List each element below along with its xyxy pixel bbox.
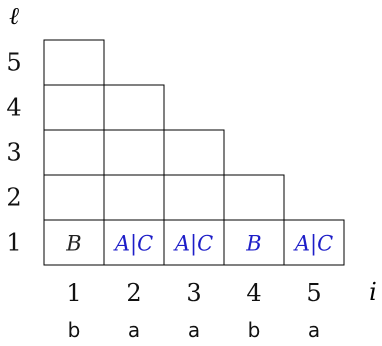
table-cell-row-4-col-2 <box>103 84 165 131</box>
cell-value: B <box>65 232 81 256</box>
table-grid <box>43 39 345 266</box>
table-cell-row-3-col-1 <box>43 129 105 176</box>
table-cell-row-4-col-1 <box>43 84 105 131</box>
row-label: 3 <box>6 139 21 167</box>
row-labels: 1 2 3 4 5 <box>6 49 21 257</box>
x-axis-label: i <box>369 278 377 306</box>
table-cell-row-2-col-1 <box>43 174 105 221</box>
column-label: 3 <box>186 279 201 307</box>
table-cell-row-2-col-3 <box>163 174 225 221</box>
column-label: 4 <box>246 279 261 307</box>
column-label: 2 <box>126 279 141 307</box>
y-axis-label: ℓ <box>9 2 19 30</box>
cell-value: B <box>245 232 261 256</box>
row-label: 1 <box>6 229 21 257</box>
cell-value: A|C <box>173 232 213 257</box>
table-cell-row-2-col-2 <box>103 174 165 221</box>
column-labels: 1 2 3 4 5 <box>66 279 321 307</box>
cell-value: A|C <box>113 232 153 257</box>
input-letter: b <box>68 318 81 342</box>
column-label: 1 <box>66 279 81 307</box>
column-label: 5 <box>306 279 321 307</box>
input-letter: a <box>188 318 200 342</box>
table-cell-row-3-col-2 <box>103 129 165 176</box>
row-label: 5 <box>6 49 21 77</box>
input-letter: b <box>248 318 261 342</box>
cell-value: A|C <box>293 232 333 257</box>
row-label: 2 <box>6 184 21 212</box>
table-cell-row-2-col-4 <box>223 174 285 221</box>
table-cell-row-3-col-3 <box>163 129 225 176</box>
table-cell-row-1-col-5 <box>283 219 345 266</box>
row-label: 4 <box>6 94 21 122</box>
table-cell-row-5-col-1 <box>43 39 105 86</box>
row-one-values: B A|C A|C B A|C <box>65 232 333 257</box>
input-letter: a <box>128 318 140 342</box>
input-letter: a <box>308 318 320 342</box>
